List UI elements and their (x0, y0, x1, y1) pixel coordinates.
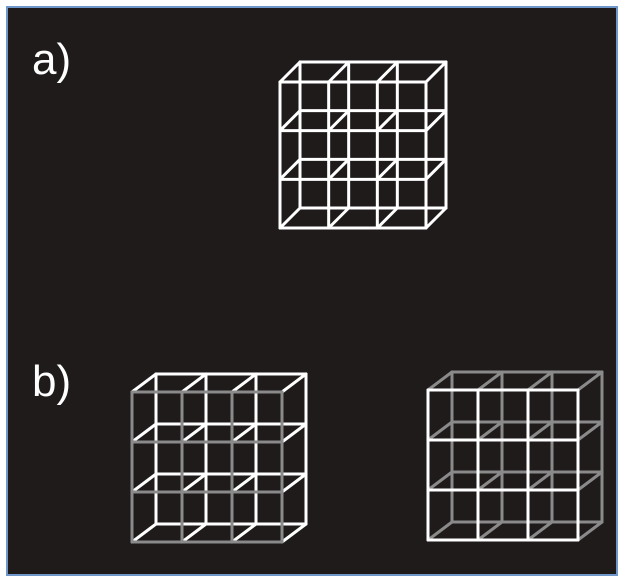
wireframe-cube-a (278, 60, 448, 230)
depth-edge (424, 157, 448, 181)
depth-edge (327, 60, 351, 84)
panel-b-label: b) (32, 357, 72, 406)
depth-edge (426, 420, 454, 442)
depth-edge (230, 522, 258, 544)
figure-frame: a) b) (6, 6, 618, 576)
depth-edge (230, 372, 258, 394)
depth-edge (280, 522, 308, 544)
depth-edge (424, 206, 448, 230)
depth-edge (327, 157, 351, 181)
depth-edge (576, 520, 604, 542)
depth-edge (327, 109, 351, 133)
depth-edge (476, 520, 504, 542)
depth-edge (278, 206, 302, 230)
depth-edge (278, 109, 302, 133)
depth-edge (576, 370, 604, 392)
panel-a-label: a) (32, 35, 72, 84)
depth-edge (526, 520, 554, 542)
depth-edge (280, 472, 308, 494)
depth-edge (180, 372, 208, 394)
depth-edge (327, 206, 351, 230)
depth-edge (526, 470, 554, 492)
depth-edge (576, 420, 604, 442)
depth-edge (426, 370, 454, 392)
wireframe-cube-b-left (130, 372, 308, 544)
depth-edge (375, 60, 399, 84)
depth-edge (180, 422, 208, 444)
depth-edge (426, 520, 454, 542)
depth-edge (424, 60, 448, 84)
depth-edge (280, 372, 308, 394)
depth-edge (526, 420, 554, 442)
depth-edge (424, 109, 448, 133)
depth-edge (375, 157, 399, 181)
depth-edge (230, 422, 258, 444)
depth-edge (375, 206, 399, 230)
depth-edge (280, 422, 308, 444)
depth-edge (476, 420, 504, 442)
depth-edge (180, 472, 208, 494)
depth-edge (375, 109, 399, 133)
depth-edge (576, 470, 604, 492)
wireframe-cube-b-right (426, 370, 604, 542)
depth-edge (426, 470, 454, 492)
depth-edge (180, 522, 208, 544)
depth-edge (278, 60, 302, 84)
depth-edge (526, 370, 554, 392)
depth-edge (476, 370, 504, 392)
depth-edge (130, 372, 158, 394)
depth-edge (476, 470, 504, 492)
depth-edge (278, 157, 302, 181)
depth-edge (230, 472, 258, 494)
depth-edge (130, 472, 158, 494)
depth-edge (130, 522, 158, 544)
depth-edge (130, 422, 158, 444)
